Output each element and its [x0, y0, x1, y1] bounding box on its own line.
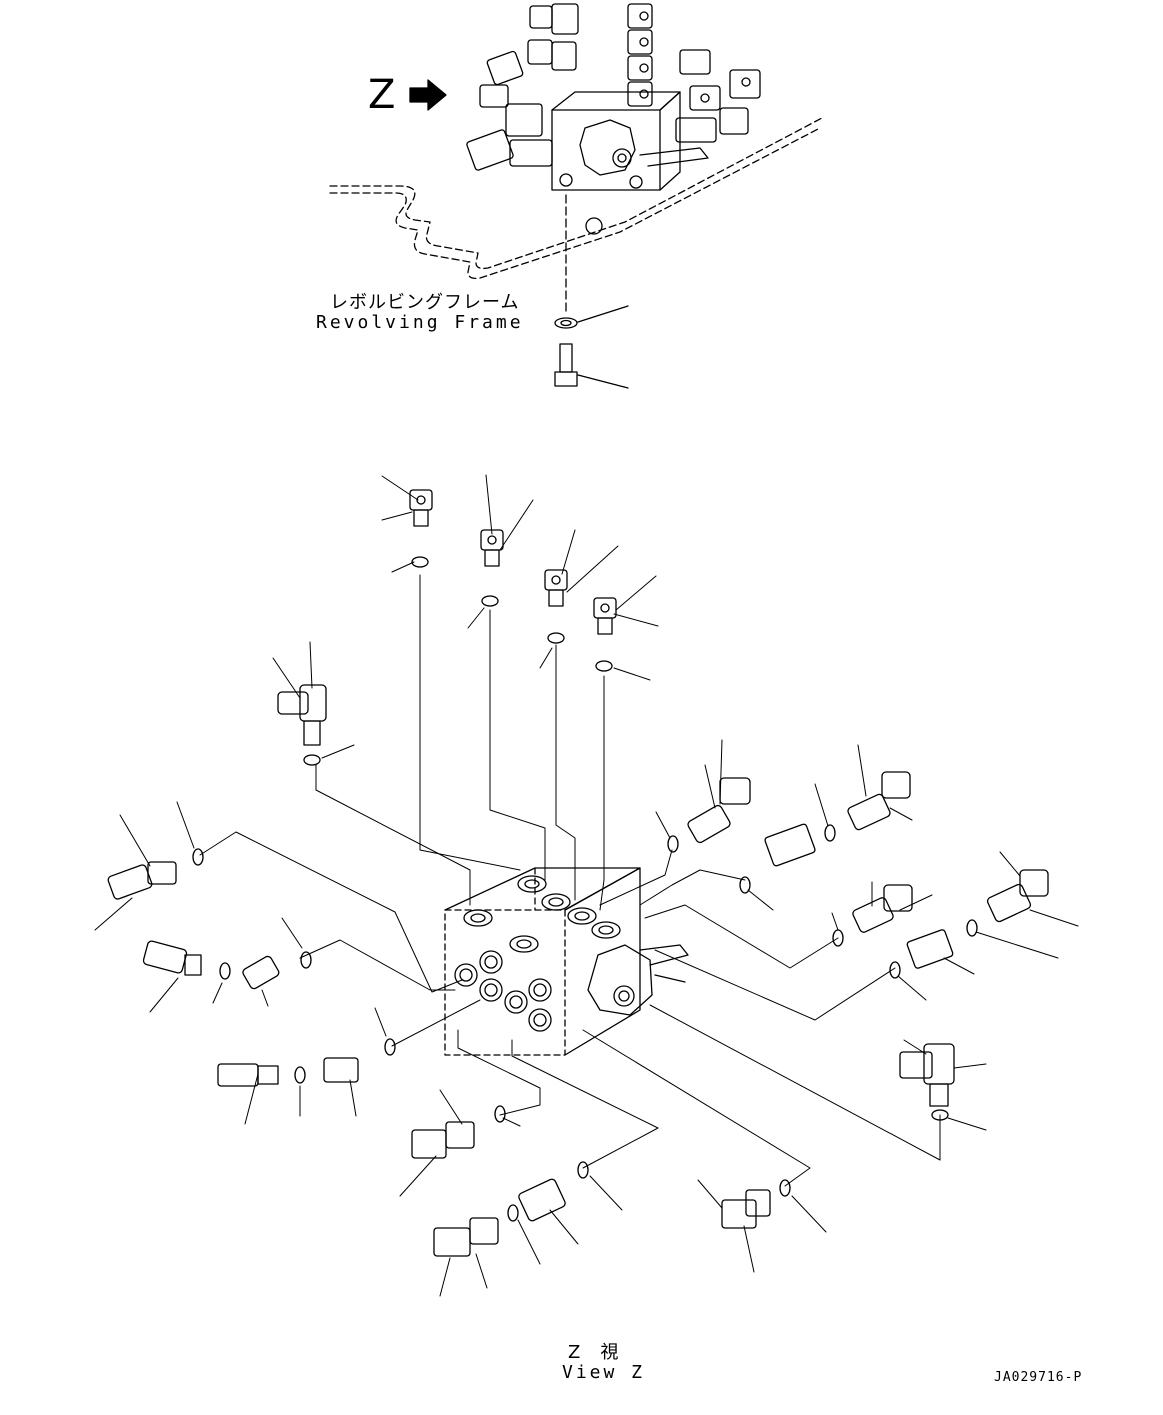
drawing-number: JA029716-P	[994, 1370, 1083, 1385]
elbow-fittings	[107, 685, 1048, 1256]
view-z-label-jp: Z 視	[568, 1342, 620, 1363]
revolving-frame-outline	[330, 118, 822, 278]
top-fittings	[466, 4, 760, 171]
straight-fittings-top	[410, 490, 616, 634]
o-rings	[193, 557, 977, 1221]
top-assembly	[330, 4, 822, 388]
leader-lines	[95, 475, 1078, 1296]
main-manifold-block	[445, 868, 688, 1055]
arrow-right-icon	[410, 80, 446, 110]
top-manifold-block	[552, 92, 708, 234]
view-z-label-en: View Z	[562, 1362, 646, 1383]
view-marker-label: Z	[368, 72, 396, 118]
connection-lines	[200, 575, 940, 1186]
revolving-frame-label-jp: レボルビングフレーム	[330, 292, 520, 313]
mounting-bolt-and-washer	[555, 195, 628, 388]
revolving-frame-label-en: Revolving Frame	[316, 312, 524, 333]
